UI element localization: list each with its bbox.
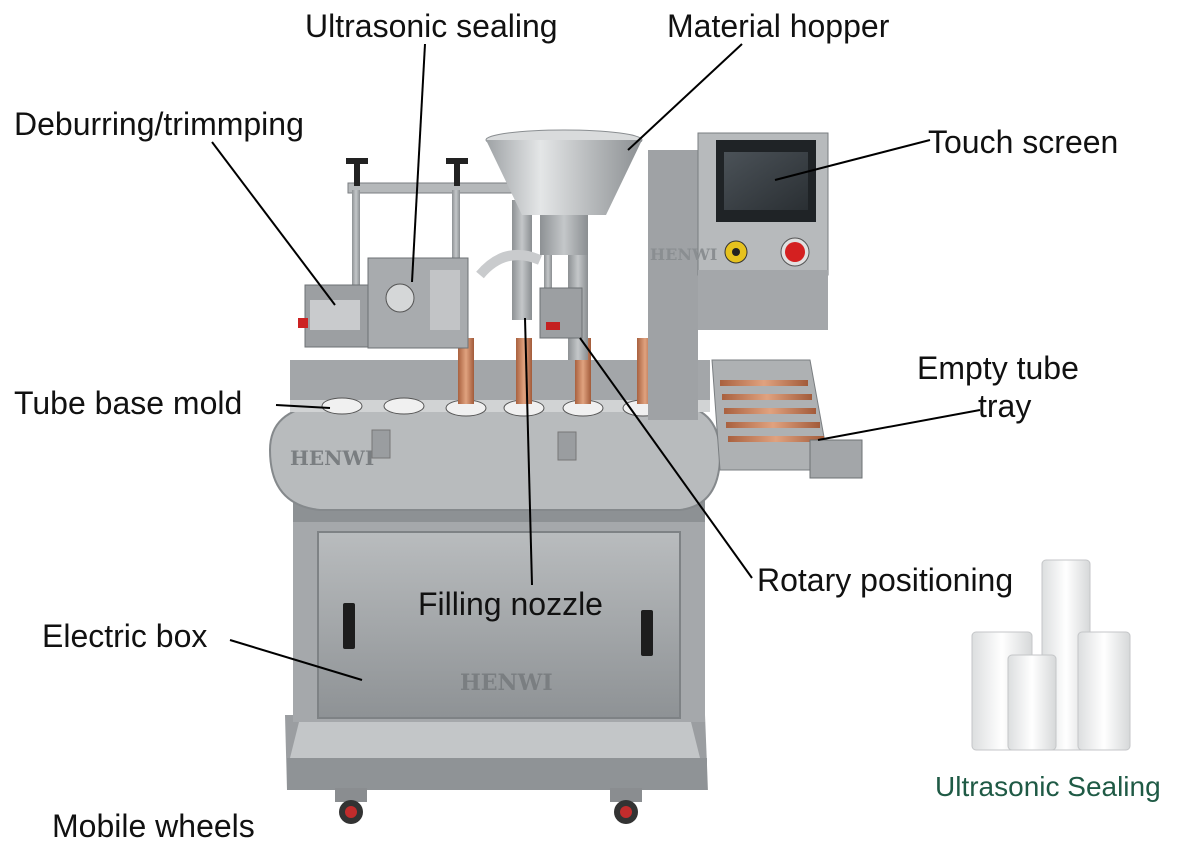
base-platform (285, 715, 708, 790)
label-empty-tube-tray: tray (978, 388, 1032, 424)
door-handle-left (343, 603, 355, 649)
leader-lines (211, 43, 981, 681)
emergency-stop-button (785, 242, 805, 262)
brand-mark-cabinet-side: HENWI (650, 245, 717, 264)
label-electric-box: Electric box (42, 618, 208, 654)
label-empty-tube: Empty tube (917, 350, 1079, 386)
bracket-left (371, 429, 391, 459)
label-material-hopper: Material hopper (667, 8, 890, 44)
label-ultrasonic-sealing: Ultrasonic sealing (305, 8, 558, 44)
brand-mark-cabinet: HENWI (460, 670, 553, 696)
leader-electric-box (229, 639, 363, 681)
label-deburring: Deburring/trimmping (14, 106, 304, 142)
brand-mark-table: HENWI (290, 446, 374, 470)
label-filling-nozzle: Filling nozzle (418, 586, 603, 622)
label-tube-base-mold: Tube base mold (14, 385, 243, 421)
ultrasonic-head (367, 257, 469, 349)
caption-ultrasonic-sealing: Ultrasonic Sealing (935, 771, 1161, 802)
empty-tube-tray (711, 359, 863, 479)
leader-filling (524, 317, 533, 586)
sample-tubes (971, 559, 1131, 751)
wheel-left (335, 788, 367, 824)
label-rotary-positioning: Rotary positioning (757, 562, 1014, 598)
wheel-right (610, 788, 642, 824)
door-handle-right (641, 610, 653, 656)
leader-tube-base (275, 404, 331, 409)
label-touch-screen: Touch screen (928, 124, 1119, 160)
material-hopper (485, 129, 643, 255)
bracket-right (557, 431, 577, 461)
control-cabinet: HENWI (648, 132, 829, 420)
leader-touch-screen (774, 139, 931, 181)
touch-screen-display (724, 152, 808, 210)
leader-tube-tray (817, 409, 981, 441)
label-mobile-wheels: Mobile wheels (52, 808, 255, 844)
deburring-unit (298, 284, 376, 348)
leader-ultrasonic (411, 43, 426, 283)
leader-hopper (627, 43, 743, 151)
leader-deburring (211, 141, 336, 306)
leader-rotary (579, 337, 753, 579)
